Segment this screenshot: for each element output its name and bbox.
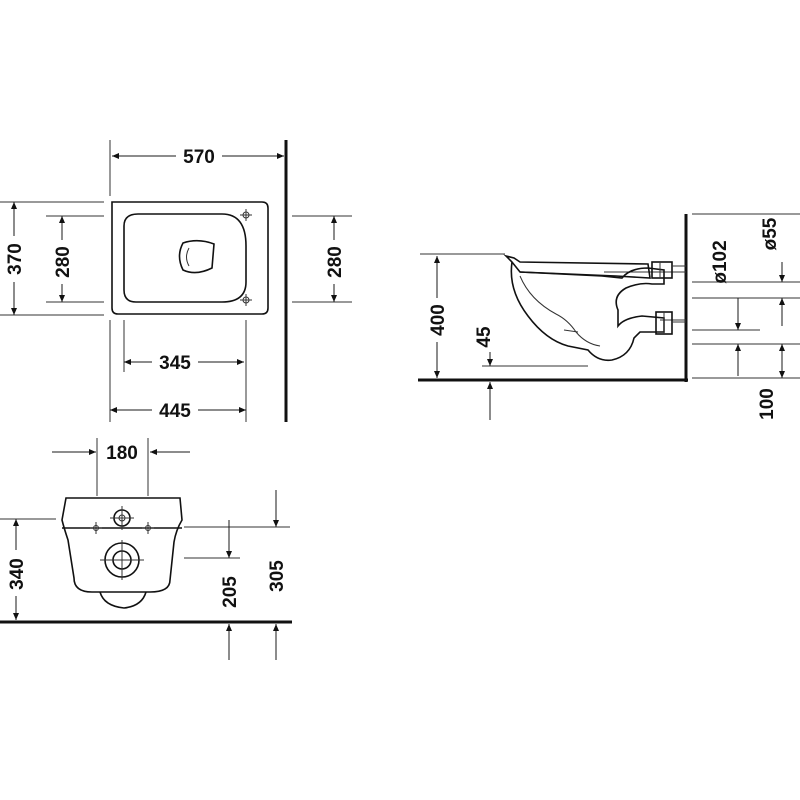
side-view: 400 45 ø55 ø102 100 [418, 213, 800, 420]
top-view: 570 370 280 280 345 445 [0, 140, 352, 422]
dim-o55-label: ø55 [760, 217, 781, 250]
toilet-seat-side [503, 254, 651, 279]
toilet-top-outline [111, 201, 269, 315]
dim-305-label: 305 [267, 560, 288, 592]
dim-180-label: 180 [106, 443, 138, 464]
dim-280-left-label: 280 [53, 246, 74, 278]
dim-340-label: 340 [7, 558, 28, 590]
fixing-mark-center [110, 506, 134, 530]
outlet-circle-front [100, 540, 144, 580]
toilet-bowl-side [510, 261, 665, 362]
dim-45-label: 45 [474, 326, 495, 348]
dim-100-label: 100 [757, 388, 778, 420]
dim-345-label: 345 [159, 353, 191, 374]
dim-o102-label: ø102 [710, 240, 731, 283]
flush-outlet-top [178, 239, 215, 274]
dim-370-label: 370 [5, 243, 26, 275]
front-view: 180 340 205 305 [0, 438, 292, 660]
dim-280-right-label: 280 [325, 246, 346, 278]
dim-205-label: 205 [220, 576, 241, 608]
fixing-mark-left [90, 522, 102, 534]
toilet-front-outline [61, 497, 183, 593]
dim-570-label: 570 [183, 147, 215, 168]
dim-400-label: 400 [428, 304, 449, 336]
toilet-front-trap [99, 591, 147, 609]
fixing-mark-right [142, 522, 154, 534]
fixing-mark-top [240, 209, 252, 221]
dim-445-label: 445 [159, 401, 191, 422]
fixing-mark-bottom [240, 294, 252, 306]
water-inlet-connector [651, 261, 673, 279]
toilet-seat-opening [123, 213, 247, 303]
